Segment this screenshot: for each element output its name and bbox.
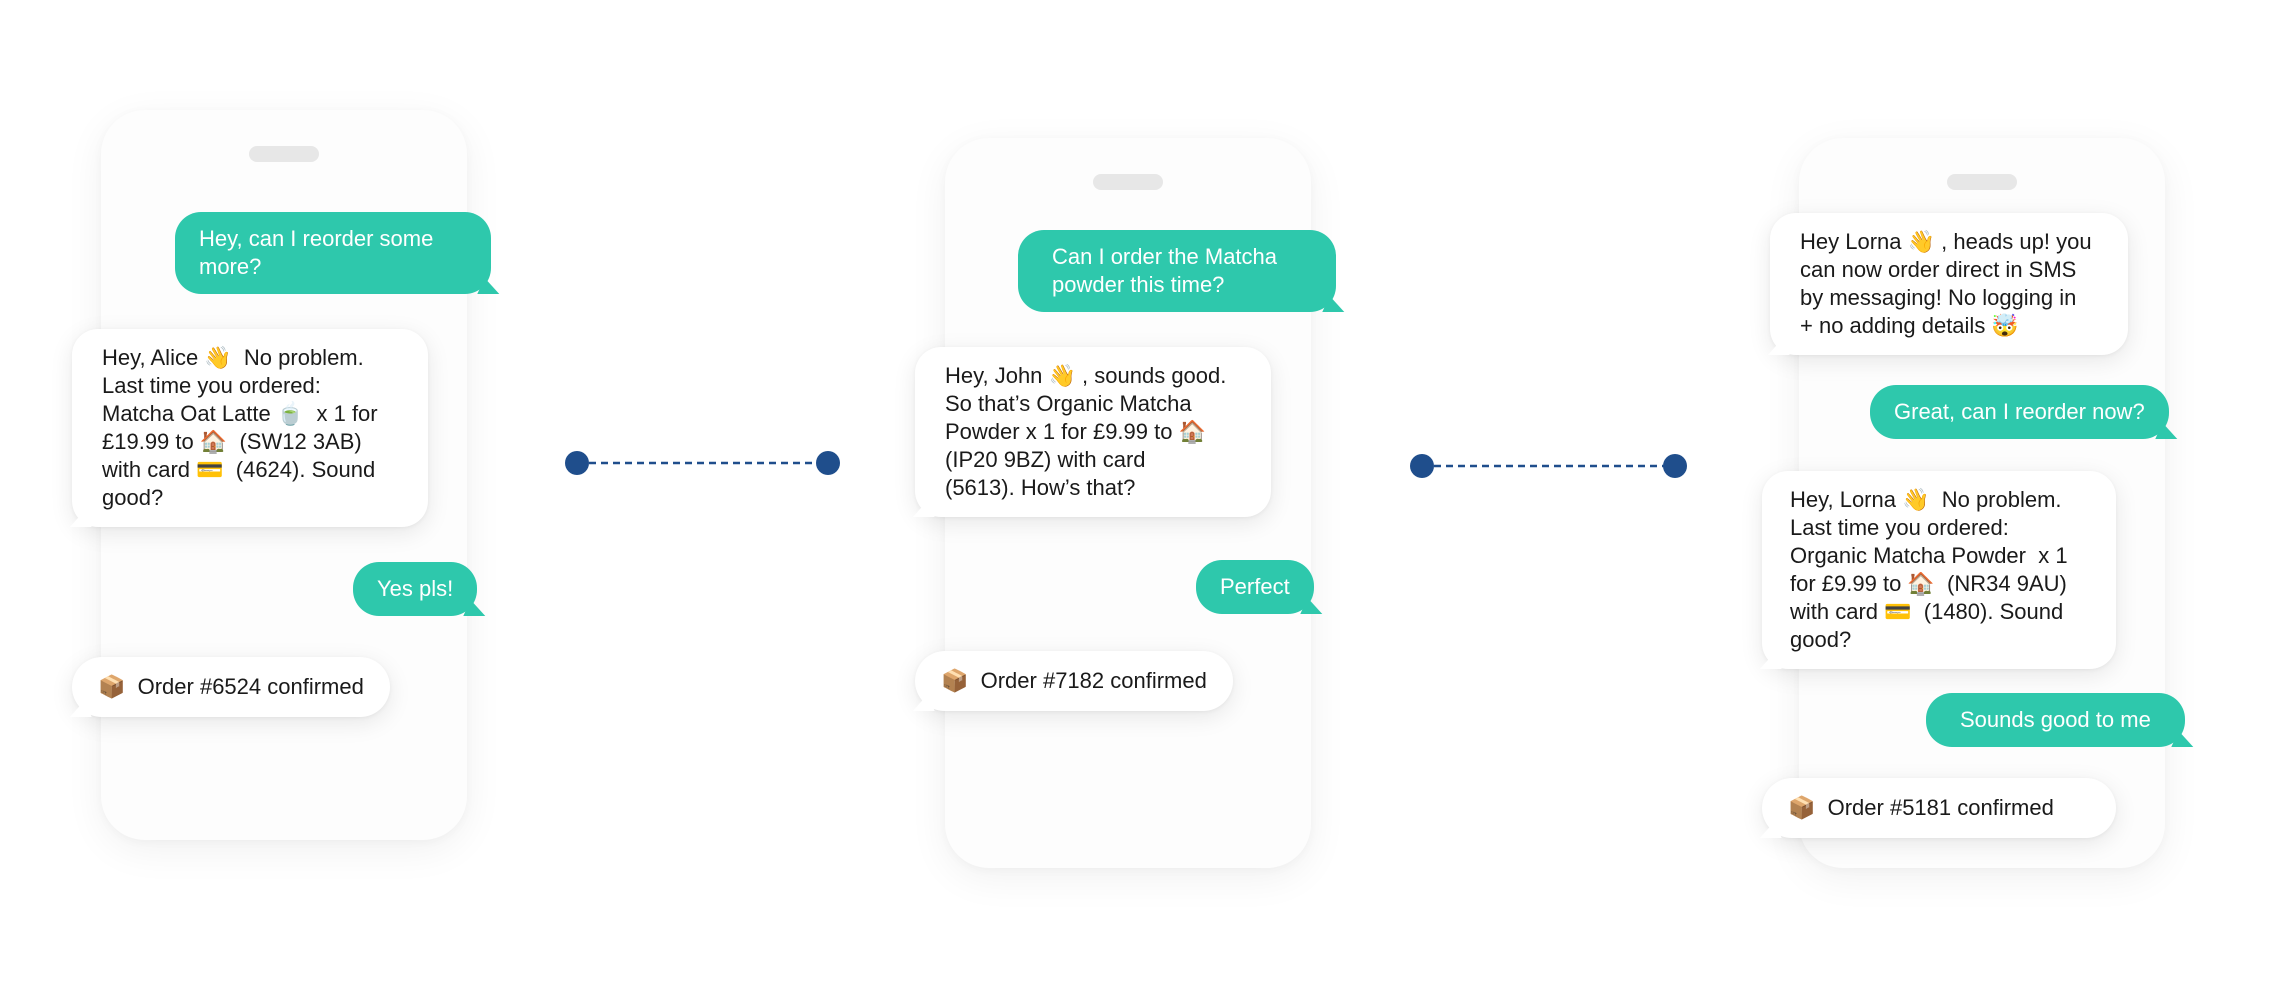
- connector-dot: [565, 451, 589, 475]
- outgoing-message: Yes pls!: [353, 562, 478, 616]
- outgoing-message: Hey, can I reorder some more?: [175, 212, 491, 294]
- flow-connector-2: [1410, 454, 1687, 478]
- connector-dot: [1663, 454, 1687, 478]
- outgoing-message: Perfect: [1196, 560, 1314, 614]
- flow-connector-1: [565, 451, 840, 475]
- phone-notch: [1093, 174, 1163, 190]
- order-confirmation-message: 📦 Order #5181 confirmed: [1762, 778, 2116, 838]
- connector-dot: [1410, 454, 1434, 478]
- incoming-message: Hey, John 👋 , sounds good. So that’s Org…: [915, 347, 1271, 517]
- phone-notch: [1947, 174, 2017, 190]
- outgoing-message: Can I order the Matcha powder this time?: [1018, 230, 1336, 312]
- incoming-message: Hey, Lorna 👋 No problem. Last time you o…: [1762, 471, 2116, 669]
- incoming-message: Hey Lorna 👋 , heads up! you can now orde…: [1770, 213, 2128, 355]
- outgoing-message: Sounds good to me: [1926, 693, 2185, 747]
- order-confirmation-message: 📦 Order #6524 confirmed: [72, 657, 390, 717]
- connector-dot: [816, 451, 840, 475]
- outgoing-message: Great, can I reorder now?: [1870, 385, 2169, 439]
- order-confirmation-message: 📦 Order #7182 confirmed: [915, 651, 1233, 711]
- phone-notch: [249, 146, 319, 162]
- incoming-message: Hey, Alice 👋 No problem. Last time you o…: [72, 329, 428, 527]
